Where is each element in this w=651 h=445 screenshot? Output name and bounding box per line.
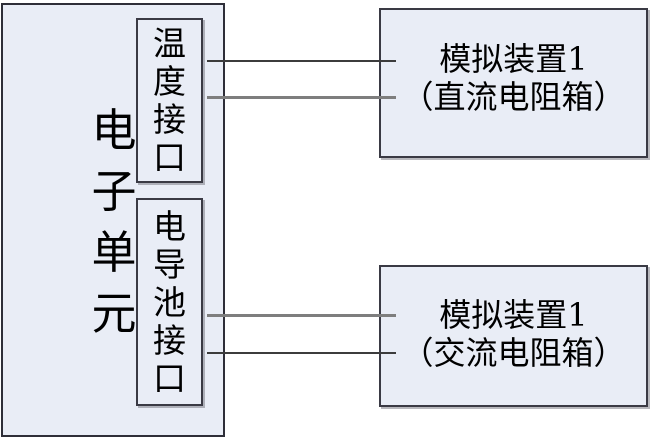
device-dc-label-line1: 模拟装置1 (439, 40, 588, 78)
device-dc-label: 模拟装置1 （直流电阻箱） (401, 40, 625, 116)
conductivity-interface-box: 电 导 池 接 口 (136, 198, 203, 406)
conductivity-wire-2 (207, 352, 396, 354)
device-dc-resistance-box: 模拟装置1 （直流电阻箱） (379, 8, 648, 158)
conductivity-wire-1 (207, 314, 396, 317)
unit-label-char-3: 单 (91, 226, 137, 279)
device-ac-label: 模拟装置1 （交流电阻箱） (401, 296, 625, 372)
temperature-interface-char-2: 度 (153, 62, 186, 101)
unit-label-char-1: 电 (91, 104, 137, 157)
device-ac-label-line2: （交流电阻箱） (401, 334, 626, 372)
conductivity-interface-char-3: 池 (153, 282, 186, 322)
conductivity-interface-char-5: 口 (153, 358, 186, 398)
unit-label-char-2: 子 (91, 165, 137, 218)
temperature-interface-char-4: 口 (153, 138, 186, 177)
temperature-interface-box: 温 度 接 口 (136, 18, 203, 183)
device-ac-resistance-box: 模拟装置1 （交流电阻箱） (379, 265, 648, 407)
unit-label-char-4: 元 (91, 287, 137, 340)
temperature-interface-char-3: 接 (153, 100, 186, 139)
device-dc-label-line2: （直流电阻箱） (401, 78, 626, 116)
temperature-interface-char-1: 温 (153, 24, 186, 63)
conductivity-interface-char-2: 导 (153, 244, 186, 284)
temperature-wire-2 (207, 96, 396, 99)
electronic-unit-label: 电 子 单 元 (85, 100, 143, 344)
temperature-wire-1 (207, 60, 396, 62)
conductivity-interface-char-1: 电 (153, 206, 186, 246)
device-ac-label-line1: 模拟装置1 (439, 296, 588, 334)
conductivity-interface-char-4: 接 (153, 320, 186, 360)
